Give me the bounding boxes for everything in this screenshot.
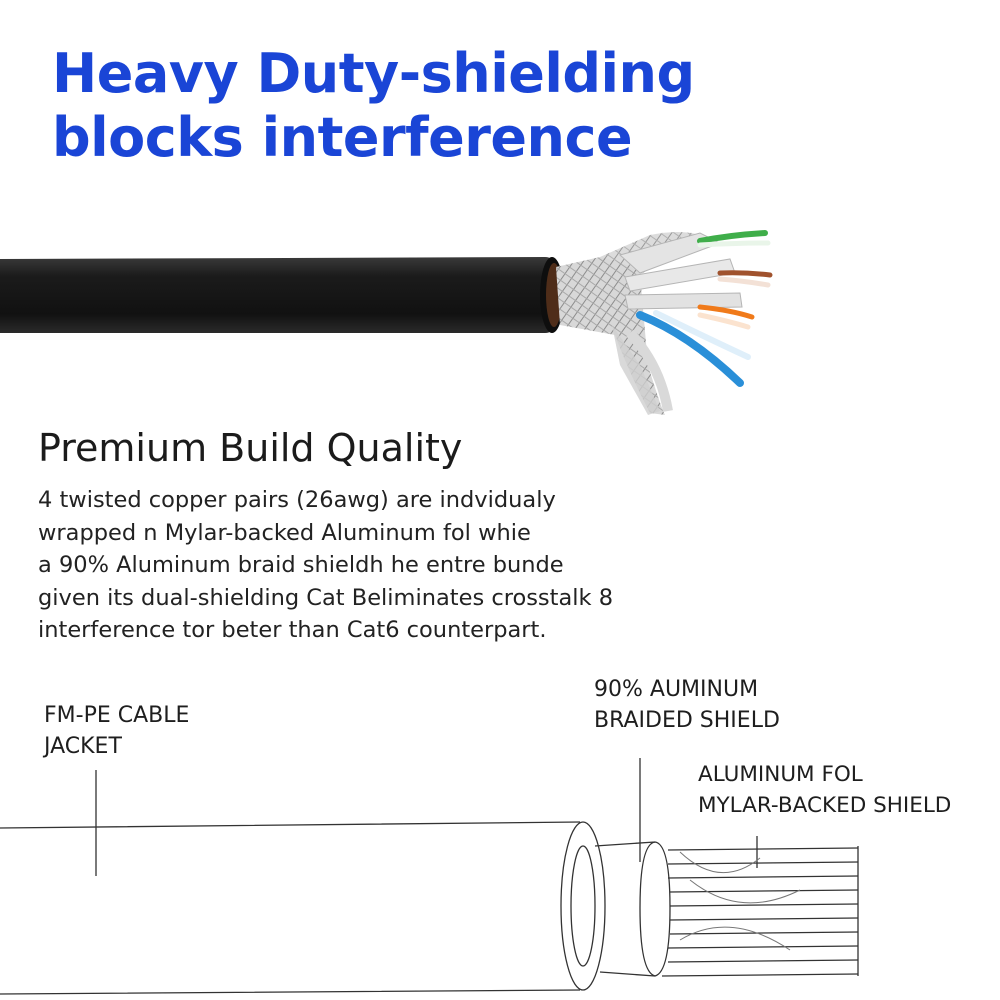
- section-title: Premium Build Quality: [38, 426, 463, 470]
- headline: Heavy Duty-shielding blocks interference: [52, 42, 695, 170]
- description-line: interference tor beter than Cat6 counter…: [38, 617, 547, 643]
- diagram-jacket: [0, 821, 581, 995]
- pair-blue: [636, 311, 744, 387]
- label-cable-jacket: FM-PE CABLE JACKET: [44, 700, 189, 762]
- label-line: 90% AUMINUM: [594, 677, 759, 702]
- label-line: MYLAR-BACKED SHIELD: [698, 793, 952, 818]
- cable-jacket: [0, 257, 562, 333]
- description-line: 4 twisted copper pairs (26awg) are indvi…: [38, 487, 556, 513]
- section-description: 4 twisted copper pairs (26awg) are indvi…: [38, 484, 698, 647]
- pair-green: [697, 230, 768, 244]
- label-line: FM-PE CABLE: [44, 703, 190, 728]
- description-line: given its dual-shielding Cat Beliminates…: [38, 584, 614, 611]
- label-line: ALUMINUM FOL: [698, 762, 863, 787]
- diagram-braid: [594, 841, 671, 977]
- description-line: a 90% Aluminum braid shieldh he entre bu…: [38, 552, 564, 578]
- diagram-foil: [661, 847, 859, 977]
- label-line: BRAIDED SHIELD: [594, 708, 780, 733]
- label-line: JACKET: [44, 734, 122, 759]
- label-foil-shield: ALUMINUM FOL MYLAR-BACKED SHIELD: [698, 759, 951, 821]
- cable-photo: [0, 230, 773, 415]
- description-line: wrapped n Mylar-backed Aluminum fol whie: [38, 519, 531, 546]
- headline-line-2: blocks interference: [52, 106, 633, 169]
- diagram-jacket-end: [560, 821, 606, 991]
- label-braided-shield: 90% AUMINUM BRAIDED SHIELD: [594, 674, 780, 736]
- pair-brown: [717, 270, 773, 278]
- headline-line-1: Heavy Duty-shielding: [52, 42, 695, 105]
- pair-orange: [697, 304, 755, 320]
- cable-diagram: [0, 758, 859, 995]
